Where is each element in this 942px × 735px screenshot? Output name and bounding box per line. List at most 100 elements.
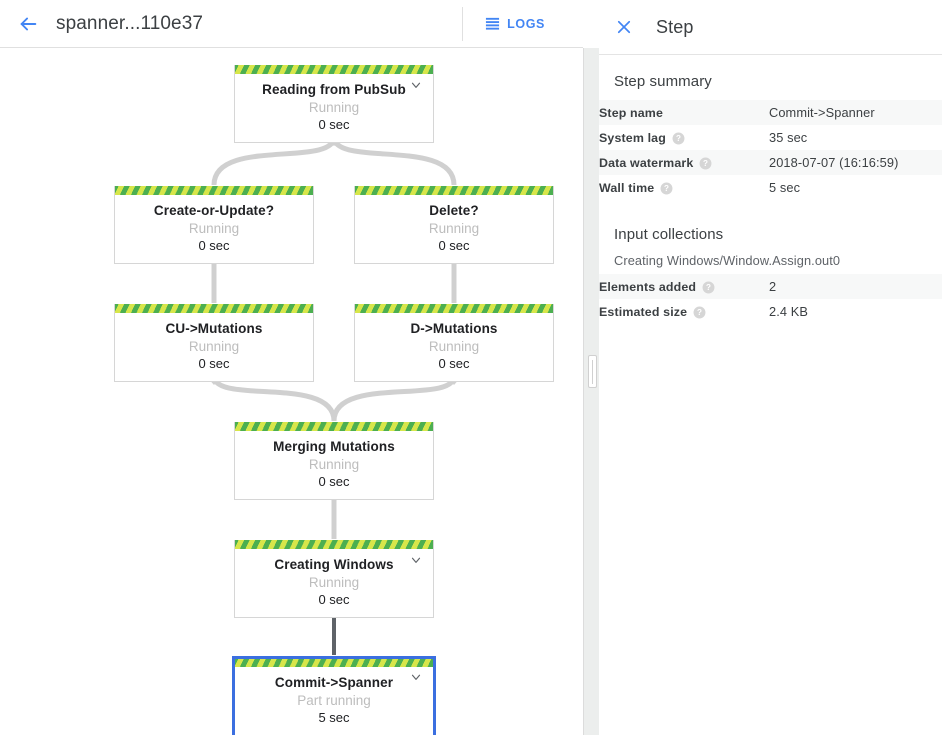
- chevron-down-icon[interactable]: [409, 553, 423, 567]
- help-icon[interactable]: ?: [693, 306, 706, 319]
- close-icon[interactable]: [607, 10, 641, 44]
- node-name: Delete?: [429, 203, 479, 218]
- graph-edge: [331, 136, 457, 186]
- panel-header: Step: [599, 0, 942, 55]
- node-status: Running: [428, 221, 480, 236]
- drag-handle-icon[interactable]: [588, 355, 597, 388]
- node-time: 0 sec: [318, 474, 350, 489]
- table-row: Data watermark?2018-07-07 (16:16:59): [599, 150, 942, 175]
- node-status: Running: [308, 575, 360, 590]
- node-time: 0 sec: [438, 238, 470, 253]
- node-name: Commit->Spanner: [274, 675, 394, 690]
- logs-button[interactable]: LOGS: [477, 10, 553, 37]
- node-status: Running: [188, 221, 240, 236]
- node-status: Running: [308, 100, 360, 115]
- node-name: Create-or-Update?: [153, 203, 275, 218]
- logs-list-icon: [486, 17, 500, 30]
- chevron-down-icon[interactable]: [409, 670, 423, 684]
- graph-edge: [211, 136, 337, 186]
- arrow-back-icon[interactable]: [4, 0, 52, 48]
- node-status-stripe: [355, 304, 553, 313]
- summary-row-label: Wall time?: [599, 175, 769, 200]
- node-name: CU->Mutations: [165, 321, 263, 336]
- node-status-stripe: [115, 186, 313, 195]
- node-time: 0 sec: [198, 238, 230, 253]
- svg-text:?: ?: [697, 308, 702, 317]
- toolbar-actions: LOGS: [462, 0, 583, 48]
- node-status-stripe: [235, 659, 433, 667]
- logs-button-label: LOGS: [507, 16, 545, 31]
- node-status-stripe: [235, 540, 433, 549]
- input-row-label: Estimated size?: [599, 299, 769, 324]
- graph-edge: [331, 375, 457, 422]
- summary-row-value: 35 sec: [769, 130, 808, 145]
- svg-text:?: ?: [676, 134, 681, 143]
- node-body: Create-or-Update? Running 0 sec: [115, 195, 313, 263]
- node-name: Creating Windows: [274, 557, 394, 572]
- help-icon[interactable]: ?: [699, 157, 712, 170]
- node-status: Running: [308, 457, 360, 472]
- node-status: Running: [428, 339, 480, 354]
- node-name: Merging Mutations: [273, 439, 395, 454]
- svg-text:?: ?: [703, 159, 708, 168]
- node-status-stripe: [355, 186, 553, 195]
- input-row-value: 2.4 KB: [769, 304, 809, 319]
- node-time: 0 sec: [198, 356, 230, 371]
- table-row: System lag?35 sec: [599, 125, 942, 150]
- graph-node-delete[interactable]: Delete? Running 0 sec: [354, 186, 554, 264]
- input-row-value: 2: [769, 279, 777, 294]
- summary-row-label: Data watermark?: [599, 150, 769, 175]
- node-time: 0 sec: [318, 117, 350, 132]
- node-body: Delete? Running 0 sec: [355, 195, 553, 263]
- summary-row-label: System lag?: [599, 125, 769, 150]
- node-name: Reading from PubSub: [262, 82, 406, 97]
- graph-edges: [206, 136, 462, 655]
- node-time: 5 sec: [318, 710, 350, 725]
- section-spacer: [599, 200, 942, 226]
- help-icon[interactable]: ?: [660, 182, 673, 195]
- panel-title: Step: [656, 16, 694, 37]
- graph-node-create-or-update[interactable]: Create-or-Update? Running 0 sec: [114, 186, 314, 264]
- input-row-label: Elements added?: [599, 274, 769, 299]
- chevron-down-icon[interactable]: [409, 78, 423, 92]
- node-status-stripe: [235, 65, 433, 74]
- help-icon[interactable]: ?: [702, 281, 715, 294]
- table-row: Wall time?5 sec: [599, 175, 942, 200]
- step-summary-heading: Step summary: [614, 73, 712, 90]
- pane-splitter[interactable]: [583, 48, 599, 735]
- svg-text:?: ?: [706, 283, 711, 292]
- node-status: Running: [188, 339, 240, 354]
- table-row: Estimated size?2.4 KB: [599, 299, 942, 324]
- summary-row-value: Commit->Spanner: [769, 105, 875, 120]
- node-name: D->Mutations: [410, 321, 498, 336]
- graph-edge: [211, 375, 337, 422]
- page-title: spanner...110e37: [56, 12, 204, 34]
- node-status-stripe: [115, 304, 313, 313]
- svg-text:?: ?: [664, 184, 669, 193]
- input-collection-name: Creating Windows/Window.Assign.out0: [614, 253, 841, 268]
- summary-row-value: 5 sec: [769, 180, 801, 195]
- toolbar-divider: [462, 6, 464, 41]
- graph-pane: spanner...110e37 LOGS Reading from PubSu…: [0, 0, 599, 735]
- node-status: Part running: [297, 693, 371, 708]
- top-toolbar: spanner...110e37 LOGS: [0, 0, 583, 48]
- help-icon[interactable]: ?: [672, 132, 685, 145]
